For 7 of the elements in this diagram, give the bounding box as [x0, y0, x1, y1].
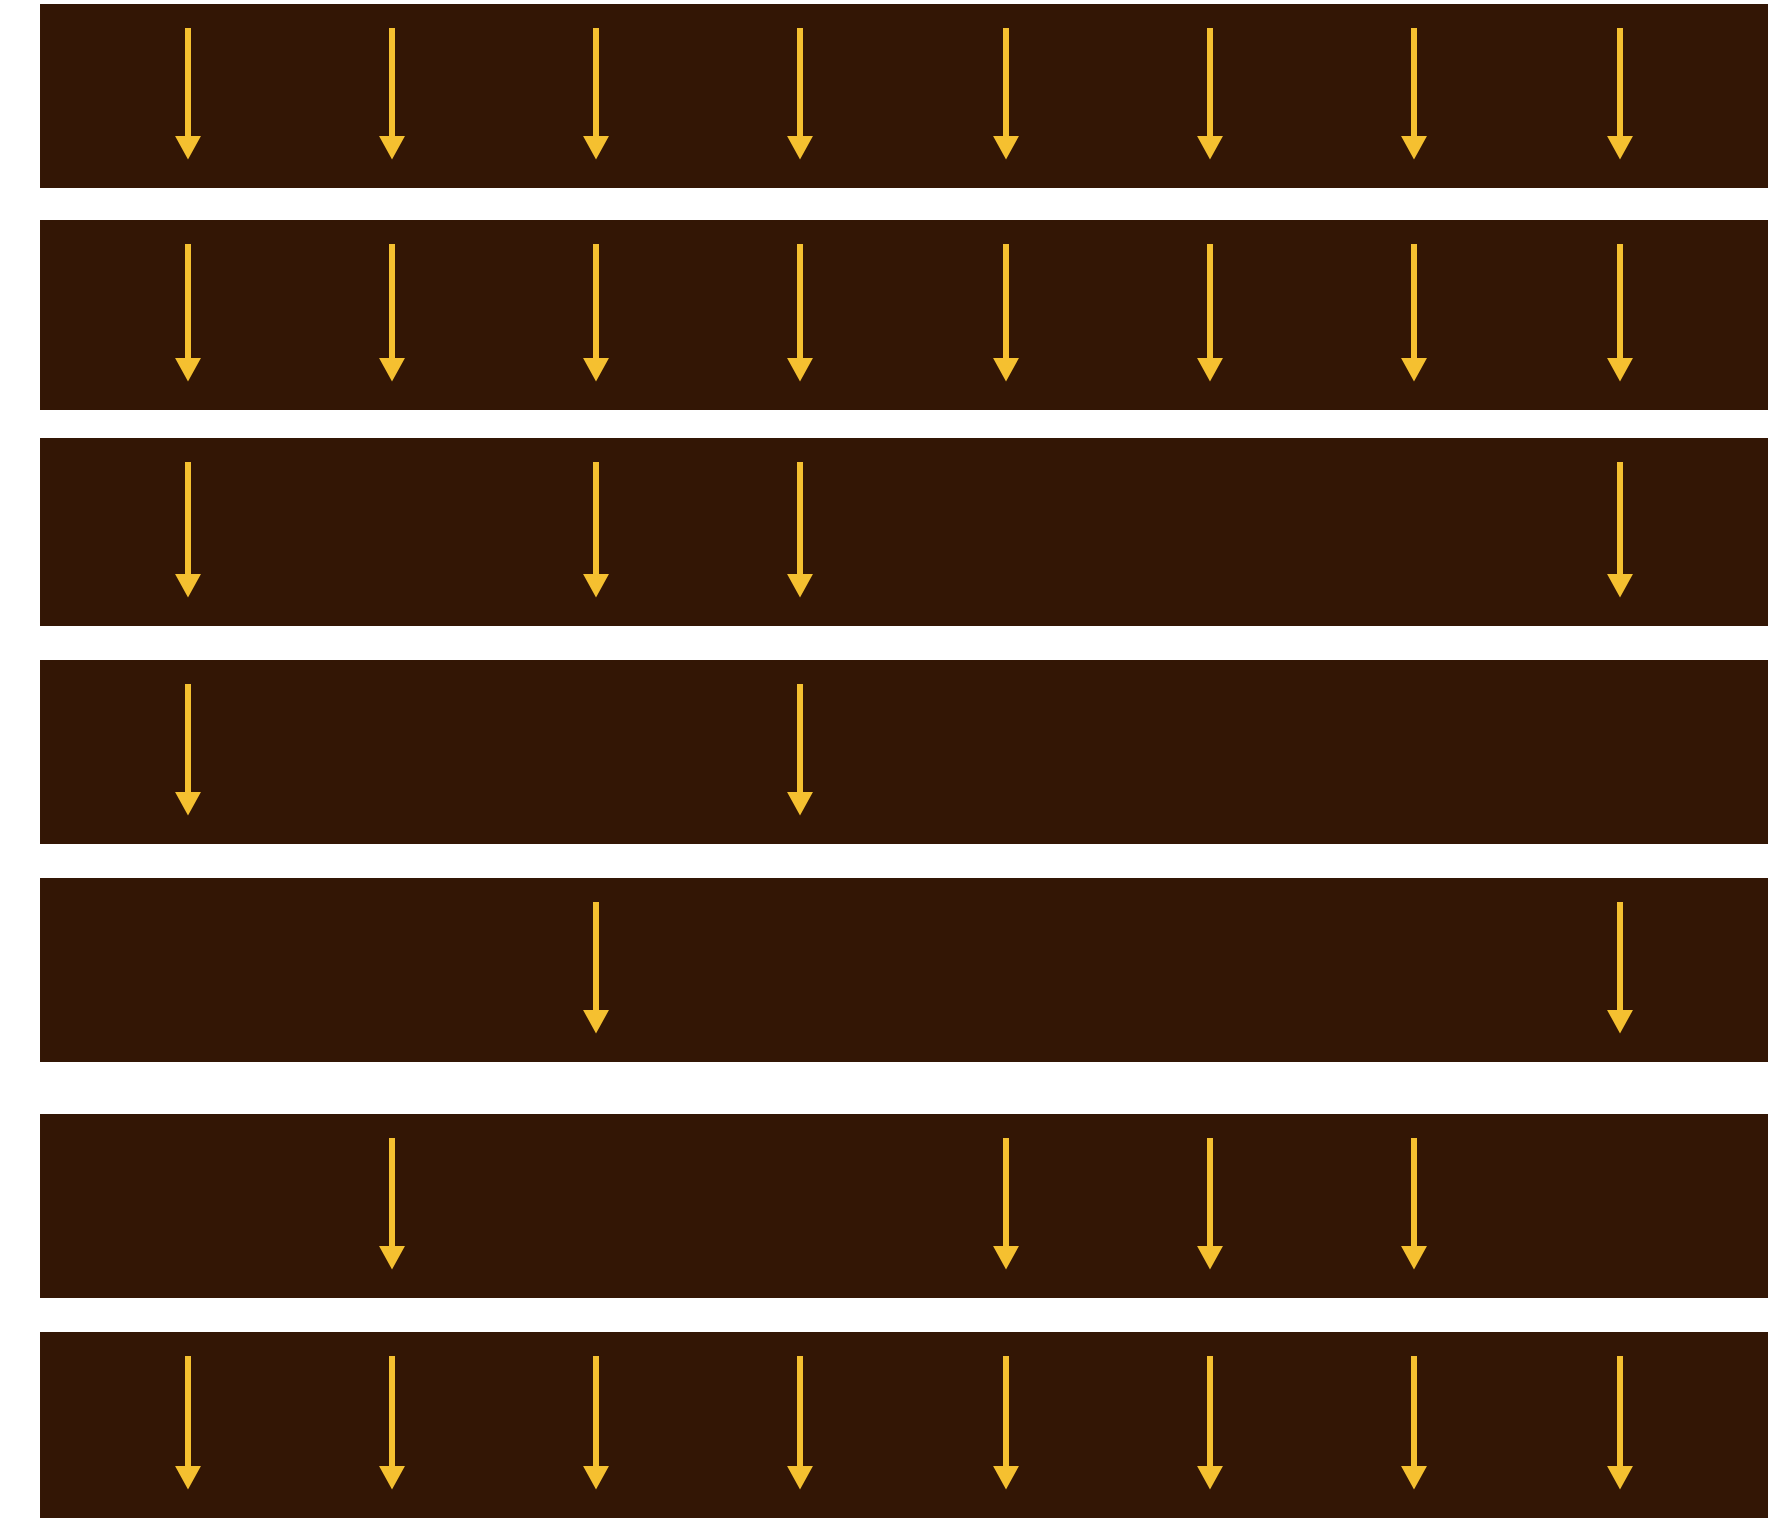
band-bar: [40, 1332, 1768, 1518]
band-bar: [40, 220, 1768, 410]
band-bar: [40, 878, 1768, 1062]
band-bar: [40, 1114, 1768, 1298]
band-bar: [40, 660, 1768, 844]
band-bar: [40, 4, 1768, 188]
band-bar: [40, 438, 1768, 626]
